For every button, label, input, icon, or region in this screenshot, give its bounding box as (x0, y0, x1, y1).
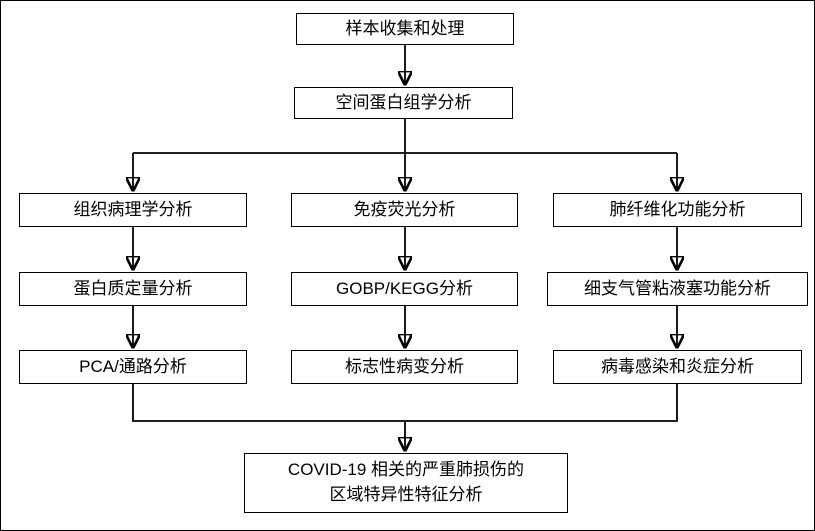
node-hallmark-lesion-analysis: 标志性病变分析 (291, 350, 518, 384)
node-label: 细支气管粘液塞功能分析 (584, 279, 771, 299)
node-label: 肺纤维化功能分析 (609, 200, 746, 220)
node-label: PCA/通路分析 (79, 357, 187, 377)
node-label: GOBP/KEGG分析 (336, 279, 473, 299)
node-sample-collection: 样本收集和处理 (296, 13, 514, 45)
node-spatial-proteomics: 空间蛋白组学分析 (294, 87, 513, 119)
node-final-regional-signature-analysis: COVID-19 相关的严重肺损伤的 区域特异性特征分析 (244, 453, 568, 513)
node-gobp-kegg-analysis: GOBP/KEGG分析 (291, 272, 518, 306)
node-label: 免疫荧光分析 (353, 200, 456, 220)
node-histopathology-analysis: 组织病理学分析 (19, 193, 247, 227)
node-label-line1: COVID-19 相关的严重肺损伤的 (287, 460, 525, 480)
node-label-line2: 区域特异性特征分析 (329, 485, 483, 504)
node-label: 病毒感染和炎症分析 (601, 357, 754, 377)
node-label: 组织病理学分析 (73, 200, 193, 220)
node-pulmonary-fibrosis-analysis: 肺纤维化功能分析 (553, 193, 802, 227)
node-label: 蛋白质定量分析 (73, 279, 193, 299)
node-pca-pathway-analysis: PCA/通路分析 (19, 350, 247, 384)
converge-left-line (132, 384, 405, 422)
node-immunofluorescence-analysis: 免疫荧光分析 (291, 193, 518, 227)
converge-right-line (405, 384, 678, 422)
node-label: 空间蛋白组学分析 (335, 93, 472, 113)
node-protein-quantification: 蛋白质定量分析 (19, 272, 247, 306)
node-viral-infection-inflammation-analysis: 病毒感染和炎症分析 (553, 350, 802, 384)
node-label: 样本收集和处理 (345, 19, 465, 39)
node-bronchiole-mucus-plug-analysis: 细支气管粘液塞功能分析 (547, 272, 808, 306)
node-label: 标志性病变分析 (345, 357, 464, 377)
